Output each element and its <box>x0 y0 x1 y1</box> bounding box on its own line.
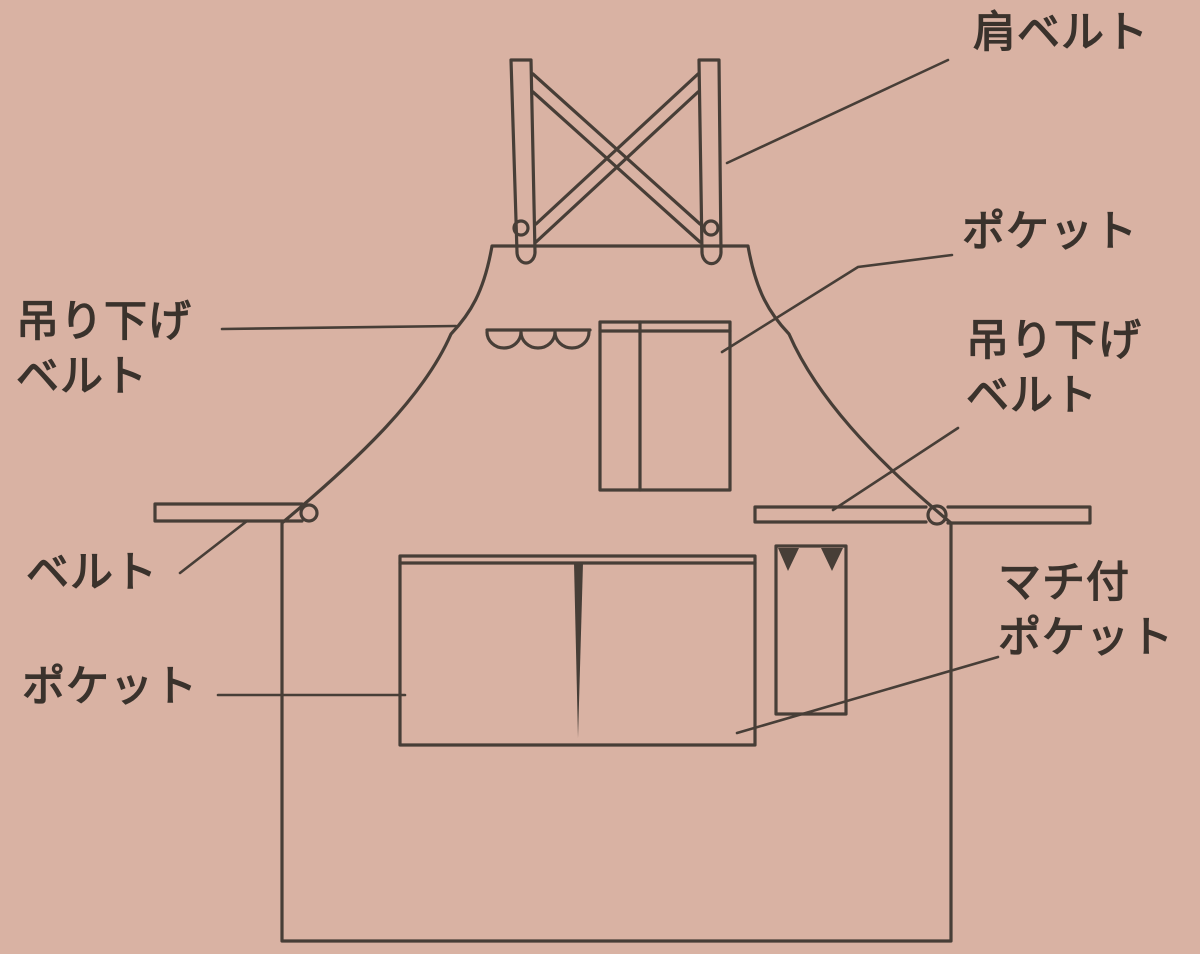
crossed-strap-bands <box>531 72 702 244</box>
label-text: マチ付 <box>998 558 1130 608</box>
leader-gusset-pocket <box>735 655 1000 735</box>
label-pocket-bottom: ポケット <box>22 660 198 715</box>
left-shoulder-strap <box>509 58 537 265</box>
label-gusset-pocket: マチ付 ポケット <box>998 556 1174 666</box>
leader-hanging-belt-right <box>831 426 960 512</box>
lower-pocket <box>398 554 757 747</box>
upper-pocket <box>598 320 732 492</box>
leader-shoulder-belt <box>725 58 950 165</box>
label-belt: ベルト <box>26 546 158 601</box>
right-tie-ring <box>926 504 948 526</box>
right-shoulder-strap <box>697 58 723 266</box>
label-hanging-belt-left: 吊り下げ ベルト <box>16 295 192 405</box>
right-waist-tie <box>753 504 1092 526</box>
gusset-fold-right <box>821 548 843 571</box>
label-hanging-belt-right: 吊り下げ ベルト <box>966 314 1142 424</box>
gusset-pocket <box>774 544 848 716</box>
label-text: ベルト <box>16 352 148 403</box>
label-text: 吊り下げ <box>966 316 1142 366</box>
left-strap-loop <box>515 250 537 265</box>
left-strap-hole <box>512 219 530 237</box>
label-text: 吊り下げ <box>16 297 192 347</box>
label-shoulder-belt: 肩ベルト <box>973 6 1149 61</box>
label-text: ベルト <box>26 548 158 598</box>
left-waist-tie <box>153 502 319 523</box>
leader-hanging-belt-left <box>220 324 458 331</box>
apron-body-outline <box>280 244 953 943</box>
right-strap-loop <box>700 250 723 266</box>
lower-pocket-divider <box>574 563 583 738</box>
label-pocket-top: ポケット <box>962 205 1138 260</box>
scalloped-trim <box>485 328 592 350</box>
leader-belt <box>178 519 249 575</box>
label-text: ベルト <box>966 371 1098 422</box>
leader-pocket-top <box>720 253 954 354</box>
label-text: ポケット <box>962 207 1138 257</box>
label-text: ポケット <box>22 662 198 712</box>
label-text: ポケット <box>998 613 1174 664</box>
gusset-fold-left <box>778 548 799 571</box>
left-tie-ring <box>299 503 319 523</box>
right-strap-hole <box>702 219 720 237</box>
label-text: 肩ベルト <box>973 8 1149 58</box>
leader-lines <box>178 58 1000 735</box>
